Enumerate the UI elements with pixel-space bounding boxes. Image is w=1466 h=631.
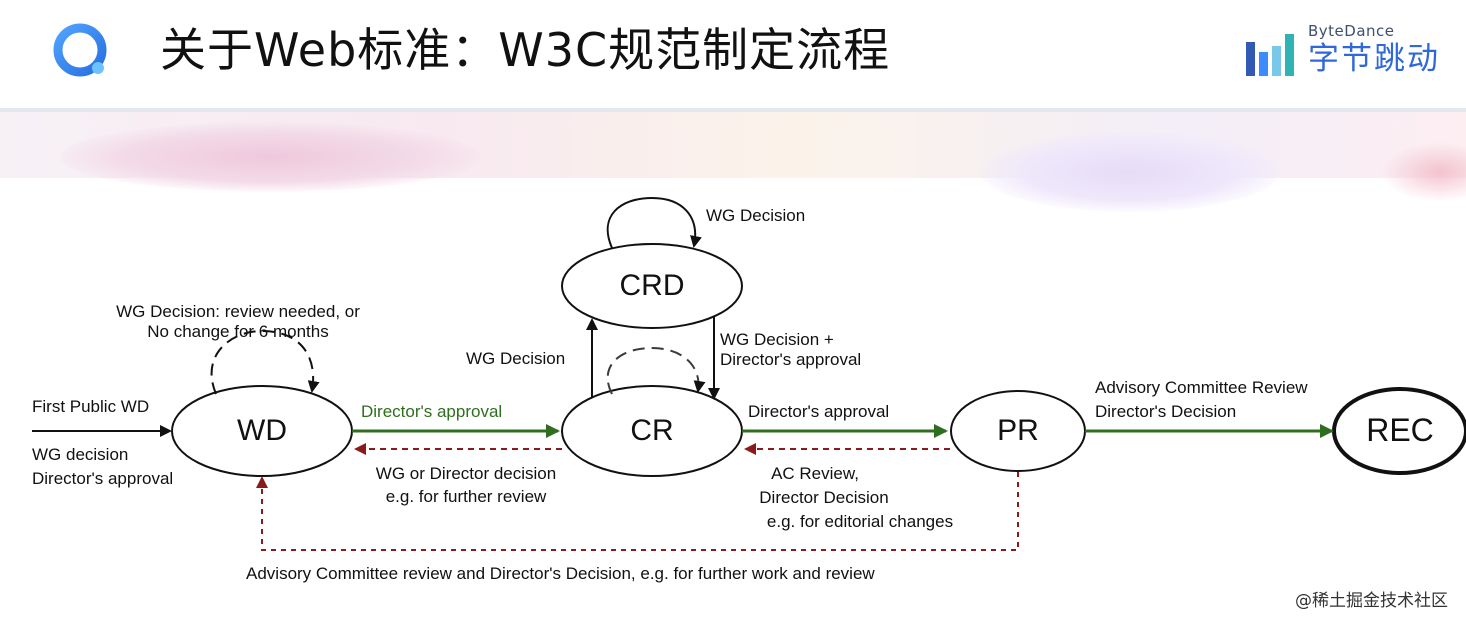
arrow-cr-loop	[606, 346, 706, 395]
brand-name-zh: 字节跳动	[1308, 41, 1440, 77]
label-pr-to-cr-1: AC Review,	[771, 464, 859, 483]
arrow-crd-loop	[606, 196, 702, 249]
label-wg-decision: WG decision	[32, 445, 129, 464]
node-wd-label: WD	[237, 414, 287, 447]
label-first-public-wd: First Public WD	[32, 397, 150, 416]
label-crd-to-cr-1: WG Decision +	[720, 330, 834, 349]
page-title: 关于Web标准：W3C规范制定流程	[160, 23, 891, 77]
label-pr-to-rec-2: Director's Decision	[1095, 402, 1237, 421]
decorative-band	[0, 112, 1466, 212]
label-crd-to-cr-2: Director's approval	[720, 350, 862, 369]
app-logo-icon	[53, 23, 107, 77]
node-crd-label: CRD	[619, 269, 685, 302]
arrow-wd-loop	[210, 329, 320, 395]
node-rec-label: REC	[1366, 412, 1434, 448]
arrow-pr-to-wd	[256, 472, 1019, 551]
label-cr-to-wd-2: e.g. for further review	[385, 487, 547, 506]
label-wg-decision-approval: Director's approval	[32, 469, 174, 488]
slide-header: 关于Web标准：W3C规范制定流程 ByteDance 字节跳动	[0, 0, 1466, 108]
label-cr-to-wd-1: WG or Director decision	[375, 464, 557, 483]
node-cr-label: CR	[630, 414, 674, 447]
diagram-canvas	[32, 196, 1466, 551]
label-pr-to-cr-3: e.g. for editorial changes	[766, 512, 954, 531]
label-cr-to-crd: WG Decision	[466, 349, 566, 368]
footer-credit: @稀土掘金技术社区	[1295, 591, 1448, 611]
label-pr-to-wd: Advisory Committee review and Director's…	[246, 564, 875, 583]
label-crd-loop: WG Decision	[706, 206, 806, 225]
label-pr-to-cr-2: Director Decision	[759, 488, 889, 507]
node-pr-label: PR	[997, 414, 1039, 447]
bytedance-bars-icon	[1246, 34, 1294, 76]
w3c-process-diagram: WD CR CRD PR REC First Public WD WG deci…	[0, 176, 1466, 631]
label-wd-loop-1: WG Decision: review needed, or	[116, 302, 360, 321]
label-wd-to-cr: Director's approval	[361, 402, 503, 421]
label-cr-to-pr: Director's approval	[748, 402, 890, 421]
bytedance-logo: ByteDance 字节跳动	[1244, 20, 1449, 80]
node-crd	[561, 243, 743, 329]
node-rec	[1332, 387, 1466, 475]
header-divider	[0, 108, 1466, 112]
brand-name-en: ByteDance	[1308, 22, 1395, 40]
label-wd-loop-2: No change for 6 months	[147, 322, 329, 341]
label-pr-to-rec-1: Advisory Committee Review	[1095, 378, 1308, 397]
